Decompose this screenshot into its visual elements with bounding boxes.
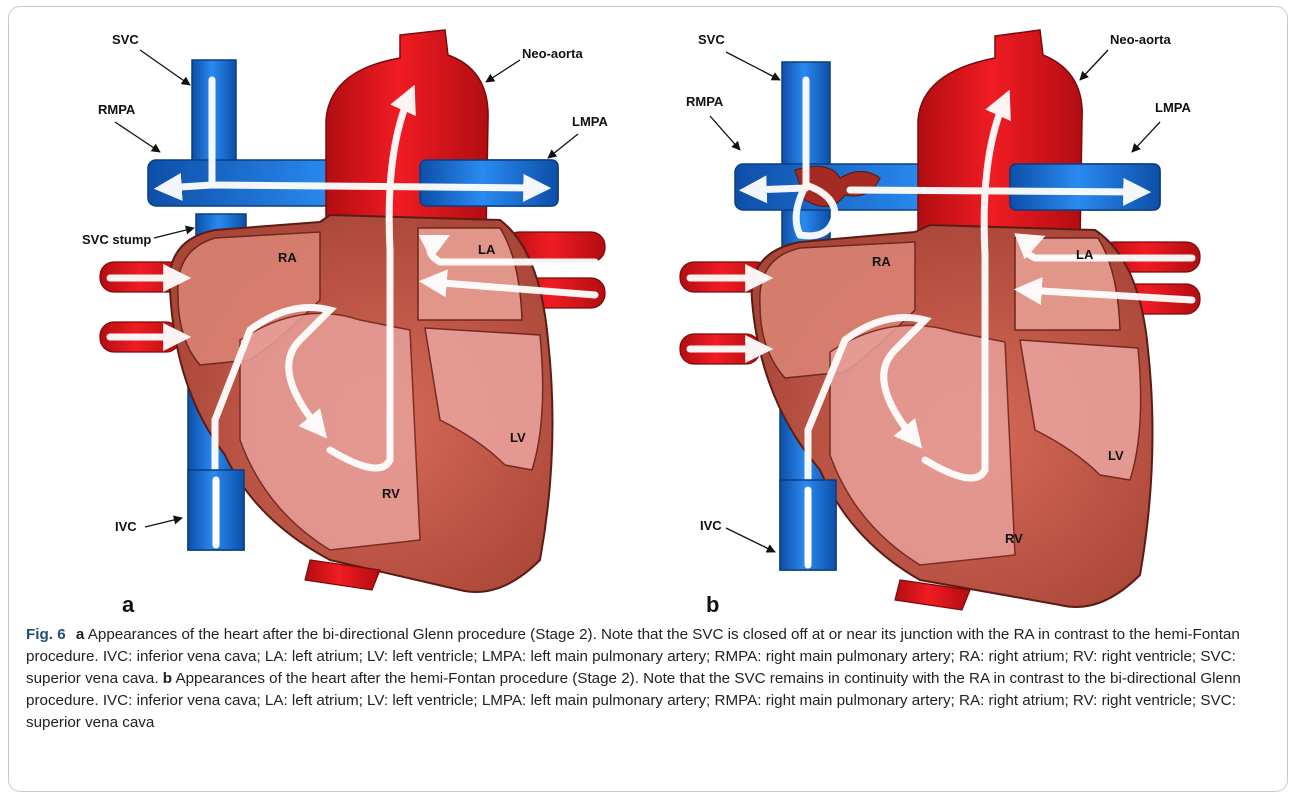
panel-letter-a: a: [122, 592, 135, 617]
label-rv: RV: [1005, 531, 1023, 546]
label-lv: LV: [510, 430, 526, 445]
figure-number: Fig. 6: [26, 626, 66, 643]
caption-part-b-text: Appearances of the heart after the hemi-…: [26, 670, 1241, 731]
label-ivc: IVC: [700, 518, 722, 533]
label-lmpa: LMPA: [1155, 100, 1191, 115]
label-rv: RV: [382, 486, 400, 501]
label-lmpa: LMPA: [572, 114, 608, 129]
label-neo-aorta: Neo-aorta: [1110, 32, 1171, 47]
label-rmpa: RMPA: [98, 102, 136, 117]
label-ra: RA: [278, 250, 297, 265]
label-svc: SVC: [112, 32, 139, 47]
label-la: LA: [1076, 247, 1094, 262]
label-ivc: IVC: [115, 519, 137, 534]
label-lv: LV: [1108, 448, 1124, 463]
label-svc-stump: SVC stump: [82, 232, 151, 247]
caption-part-b-letter: b: [163, 670, 172, 687]
label-ra: RA: [872, 254, 891, 269]
panel-b: SVC Neo-aorta RMPA LMPA RA LA LV RV IVC …: [680, 30, 1200, 617]
heart-diagrams: SVC Neo-aorta RMPA LMPA SVC stump RA LA …: [0, 0, 1293, 620]
label-rmpa: RMPA: [686, 94, 724, 109]
panel-letter-b: b: [706, 592, 719, 617]
label-neo-aorta: Neo-aorta: [522, 46, 583, 61]
panel-a: SVC Neo-aorta RMPA LMPA SVC stump RA LA …: [82, 30, 608, 617]
figure-caption: Fig. 6 a Appearances of the heart after …: [26, 624, 1266, 734]
label-la: LA: [478, 242, 496, 257]
caption-part-a-letter: a: [76, 626, 84, 643]
neo-aorta-vessel: [918, 30, 1082, 245]
label-svc: SVC: [698, 32, 725, 47]
